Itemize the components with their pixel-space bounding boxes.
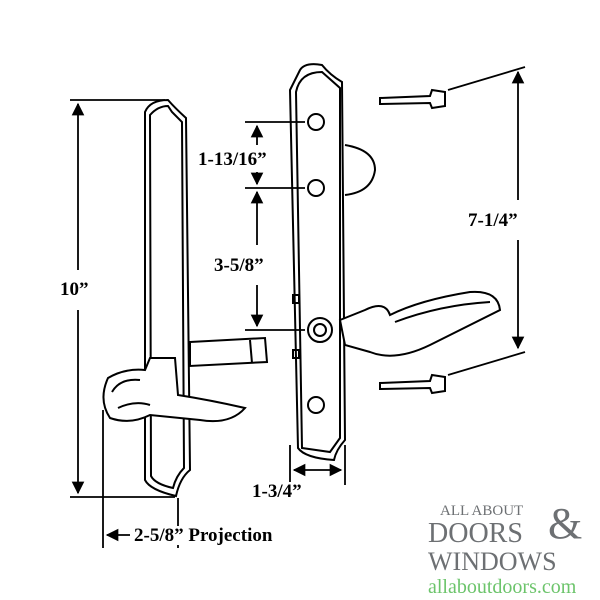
interior-plate [288, 63, 347, 462]
projection-label: 2-5/8” Projection [134, 525, 273, 546]
height-label: 10” [60, 279, 89, 300]
logo-line1: ALL ABOUT [440, 503, 524, 519]
logo-website: allaboutdoors.com [428, 576, 577, 598]
screw-spacing-label: 7-1/4” [468, 210, 518, 231]
exterior-lever [102, 357, 247, 423]
thumb-turn [344, 144, 377, 196]
interior-lever [338, 290, 502, 357]
width-label: 1-3/4” [252, 481, 302, 502]
logo-line3: WINDOWS [428, 547, 557, 576]
logo-line2: DOORS [428, 518, 523, 549]
screw-bottom [379, 373, 446, 395]
spindle-spacing-label: 3-5/8” [214, 255, 264, 276]
spindle [189, 336, 269, 368]
top-spacing-label: 1-13/16” [198, 149, 267, 170]
screw-top [379, 88, 446, 110]
logo-ampersand: & [548, 499, 583, 548]
